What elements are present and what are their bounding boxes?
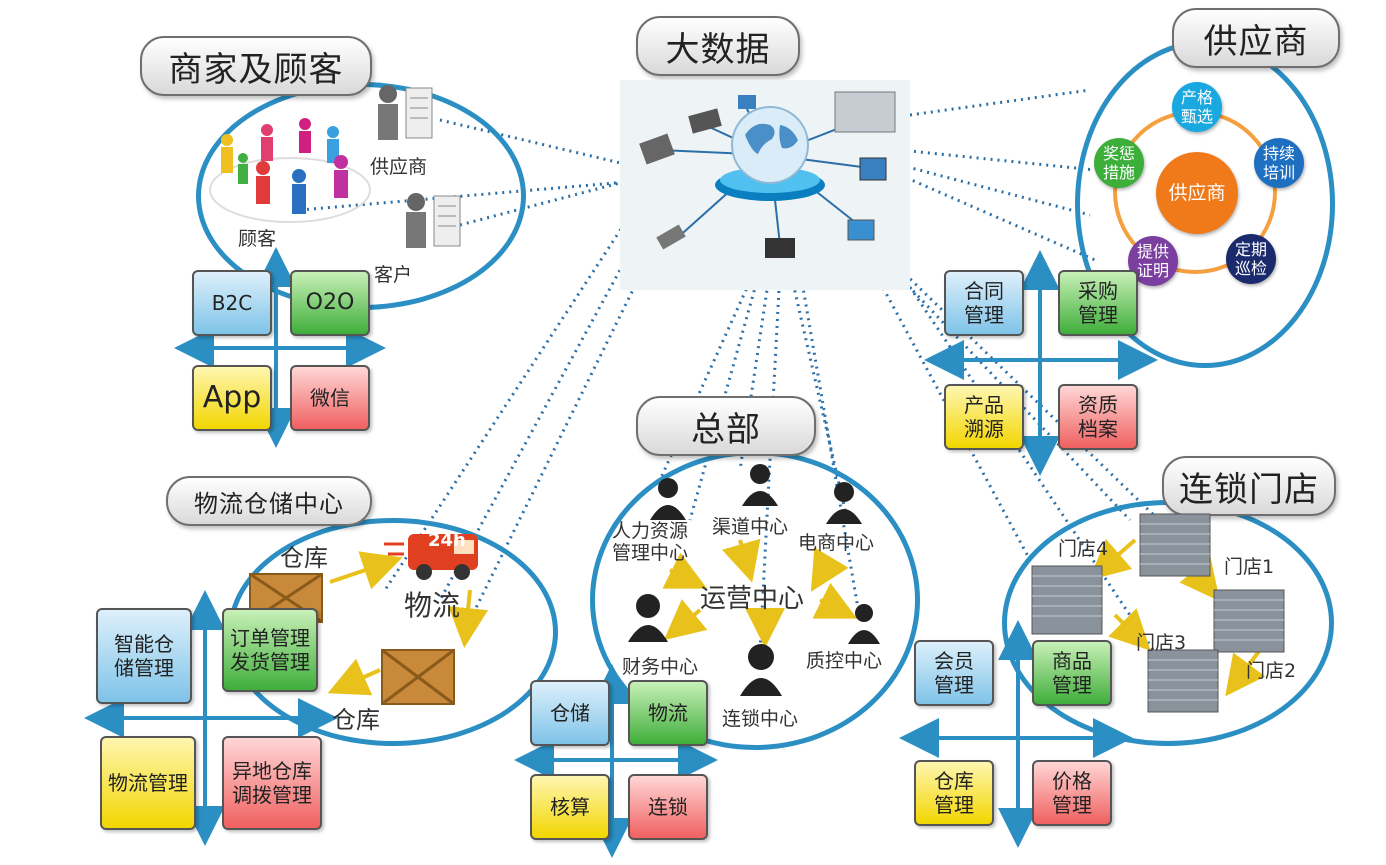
- label-warehouse-top: 仓库: [280, 544, 328, 572]
- title-hq: 总部: [636, 396, 816, 456]
- tile-contract-management: 合同 管理: [944, 270, 1024, 336]
- tile-qualification-archive: 资质 档案: [1058, 384, 1138, 450]
- customer-figures-icon: [209, 118, 371, 223]
- hq-node-channel: 渠道中心: [712, 516, 789, 538]
- title-big-data: 大数据: [636, 16, 800, 76]
- tile-warehouse-management: 仓库 管理: [914, 760, 994, 826]
- label-warehouse-bottom: 仓库: [332, 706, 380, 734]
- tile-remote-warehouse: 异地仓库 调拨管理: [222, 736, 322, 830]
- hq-node-ecommerce: 电商中心: [798, 532, 875, 554]
- label-merchant-supplier: 供应商: [370, 156, 428, 178]
- supplier-ring-inspection: 定期 巡检: [1226, 234, 1276, 284]
- title-merchants: 商家及顾客: [140, 36, 372, 96]
- supplier-ring-strict-selection: 产格 甄选: [1172, 82, 1222, 132]
- tile-hq-logistics: 物流: [628, 680, 708, 746]
- hq-node-chain: 连锁中心: [722, 708, 799, 730]
- store-label-4: 门店4: [1058, 538, 1109, 560]
- tile-purchase-management: 采购 管理: [1058, 270, 1138, 336]
- hq-node-hr: 人力资源 管理中心: [612, 520, 689, 564]
- hq-center-operations: 运营中心: [700, 584, 805, 614]
- tile-storage: 仓储: [530, 680, 610, 746]
- supplier-ring-training: 持续 培训: [1254, 138, 1304, 188]
- store-label-2: 门店2: [1246, 660, 1297, 682]
- label-logistics-flow: 物流: [404, 589, 461, 622]
- tile-logistics-management: 物流管理: [100, 736, 196, 830]
- store-building-icon: [1139, 513, 1211, 577]
- store-label-3: 门店3: [1136, 632, 1187, 654]
- tile-accounting: 核算: [530, 774, 610, 840]
- tile-wechat: 微信: [290, 365, 370, 431]
- truck-badge: 24h: [428, 530, 466, 551]
- title-suppliers: 供应商: [1172, 8, 1340, 68]
- title-logistics: 物流仓储中心: [166, 476, 372, 526]
- person-icon: [742, 464, 778, 506]
- network-hub-icon: [620, 80, 910, 290]
- supplier-person-icon: [378, 85, 433, 140]
- store-building-icon: [1031, 565, 1103, 635]
- tile-goods-management: 商品 管理: [1032, 640, 1112, 706]
- hq-node-finance: 财务中心: [622, 656, 699, 678]
- person-icon: [826, 482, 862, 524]
- person-icon: [848, 604, 880, 644]
- tile-app: App: [192, 365, 272, 431]
- person-icon: [628, 594, 668, 642]
- tile-price-management: 价格 管理: [1032, 760, 1112, 826]
- client-person-icon: [406, 193, 461, 248]
- label-customer: 顾客: [238, 228, 277, 250]
- title-chain-stores: 连锁门店: [1162, 456, 1336, 516]
- delivery-truck-icon: [384, 534, 478, 580]
- tile-chain-ops: 连锁: [628, 774, 708, 840]
- tile-product-traceability: 产品 溯源: [944, 384, 1024, 450]
- person-icon: [650, 478, 686, 520]
- store-building-icon: [1213, 589, 1285, 653]
- tile-order-shipping: 订单管理 发货管理: [222, 608, 318, 692]
- store-building-icon: [1147, 649, 1219, 713]
- hq-node-quality: 质控中心: [806, 650, 883, 672]
- store-label-1: 门店1: [1224, 556, 1275, 578]
- supplier-ring-rewards: 奖惩 措施: [1094, 138, 1144, 188]
- tile-b2c: B2C: [192, 270, 272, 336]
- supplier-ring-certificate: 提供 证明: [1128, 236, 1178, 286]
- person-icon: [740, 644, 782, 696]
- tile-member-management: 会员 管理: [914, 640, 994, 706]
- label-client: 客户: [374, 264, 413, 286]
- supplier-center: 供应商: [1156, 152, 1238, 234]
- tile-smart-warehouse: 智能仓 储管理: [96, 608, 192, 704]
- crate-icon: [381, 648, 455, 706]
- tile-o2o: O2O: [290, 270, 370, 336]
